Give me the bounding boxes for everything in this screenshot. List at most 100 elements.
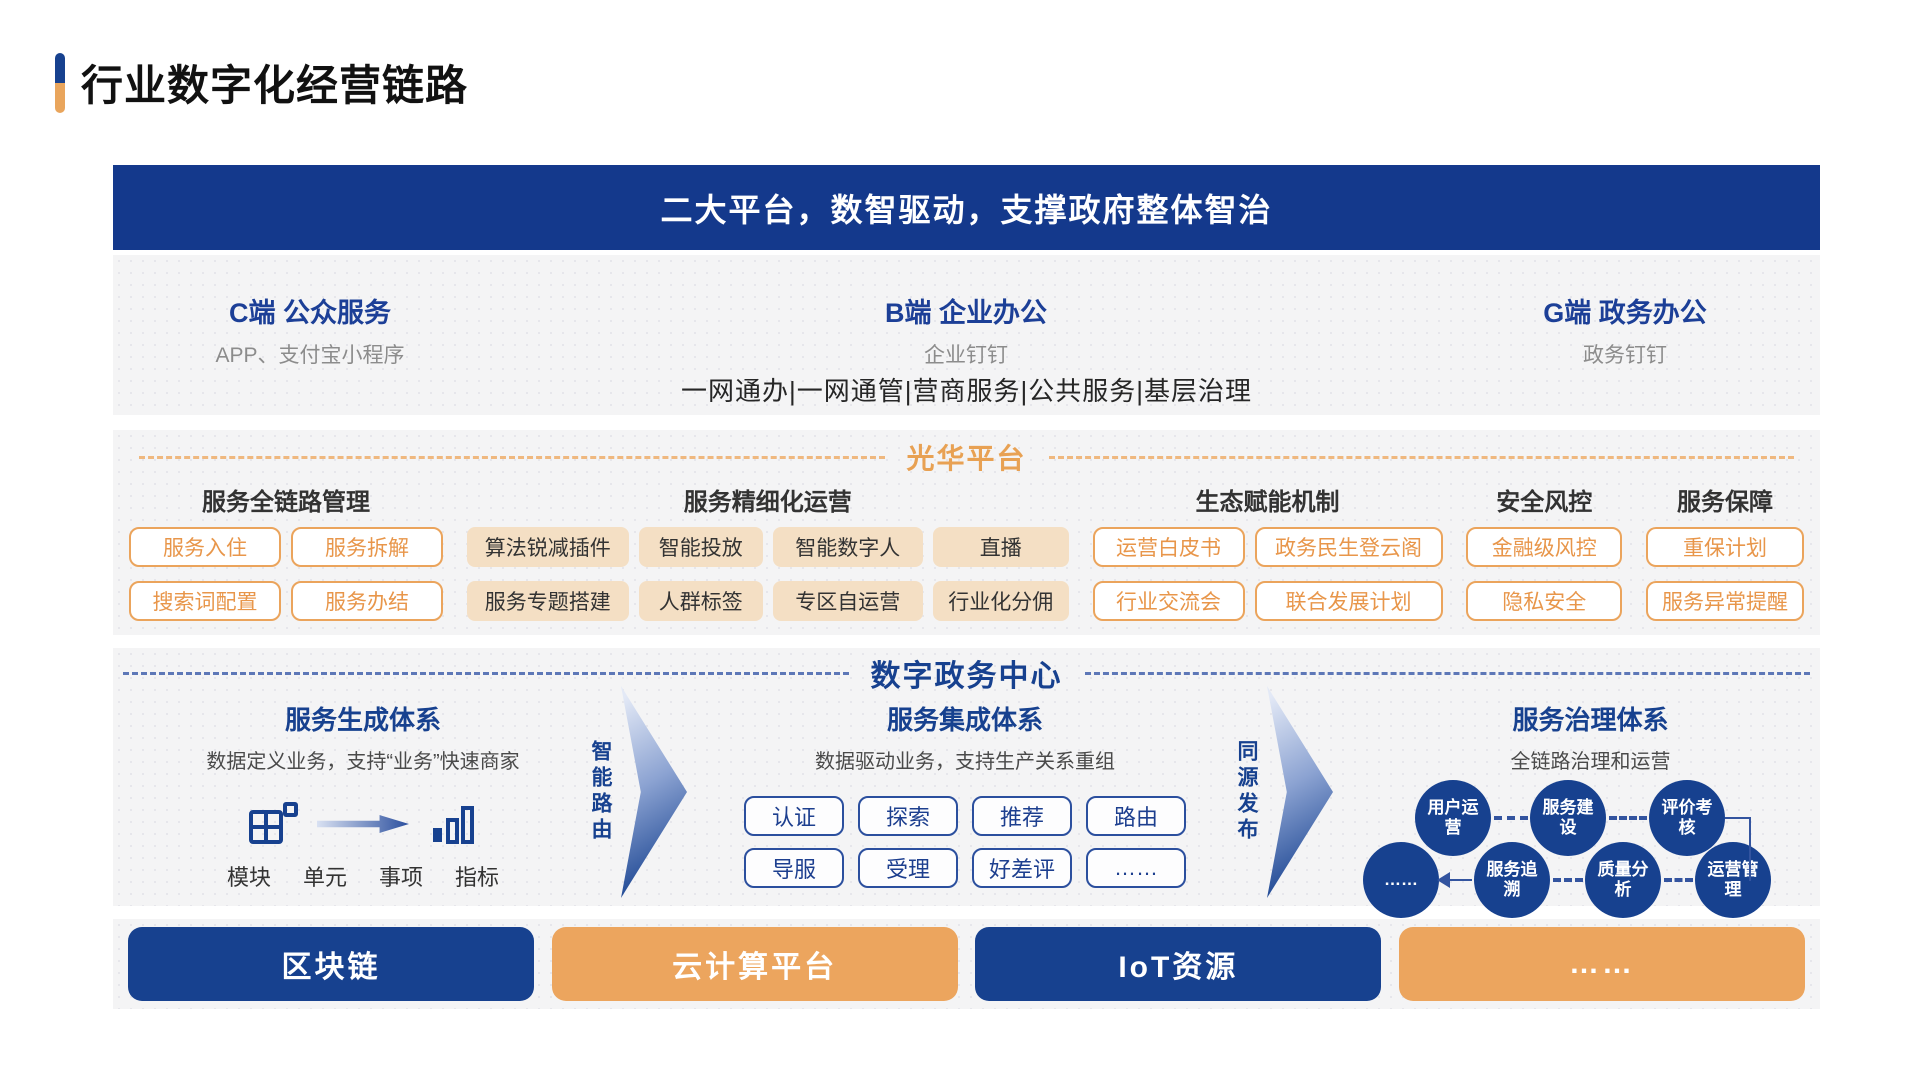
guanghua-title: 光华平台 bbox=[906, 443, 1027, 474]
dashed-connector bbox=[1494, 816, 1528, 820]
channel-c-subtitle: APP、支付宝小程序 bbox=[215, 344, 405, 367]
chip-button[interactable]: 智能投放 bbox=[638, 527, 763, 567]
flow-label: 单元 bbox=[302, 865, 347, 890]
group-ecosystem: 生态赋能机制 运营白皮书 政务民生登云阁 行业交流会 联合发展计划 bbox=[1092, 482, 1443, 621]
dashed-connector bbox=[1664, 878, 1693, 882]
chip-button[interactable]: 服务异常提醒 bbox=[1646, 581, 1804, 621]
chip-button[interactable]: 重保计划 bbox=[1646, 527, 1804, 567]
chip-button[interactable]: 搜索词配置 bbox=[129, 581, 281, 621]
bar-chart-icon bbox=[433, 806, 474, 844]
governance-node-service-build: 服务建设 bbox=[1530, 780, 1606, 856]
dashed-line-right bbox=[1084, 671, 1810, 675]
dashed-line-left bbox=[139, 455, 885, 459]
integration-button[interactable]: 探索 bbox=[858, 796, 958, 836]
chip-grid: 重保计划 服务异常提醒 bbox=[1646, 527, 1804, 621]
generation-icon-row bbox=[143, 798, 583, 850]
chip-button[interactable]: 行业化分佣 bbox=[932, 581, 1069, 621]
digital-center-title: 数字政务中心 bbox=[870, 660, 1063, 693]
channel-g-subtitle: 政务钉钉 bbox=[1582, 344, 1667, 367]
group-header: 生态赋能机制 bbox=[1195, 489, 1340, 516]
chip-button[interactable]: 智能数字人 bbox=[772, 527, 923, 567]
group-header: 安全风控 bbox=[1496, 489, 1593, 516]
group-refined-operation: 服务精细化运营 算法锐减插件 智能投放 智能数字人 直播 服务专题搭建 人群标签… bbox=[466, 482, 1069, 621]
governance-subsystem: 服务治理体系 全链路治理和运营 用户运营 服务建设 评价考核 运营管理 质量分析… bbox=[1363, 700, 1818, 930]
chip-button[interactable]: 金融级风控 bbox=[1466, 527, 1623, 567]
chip-button[interactable]: 专区自运营 bbox=[772, 581, 923, 621]
governance-title: 服务治理体系 bbox=[1512, 705, 1669, 735]
integration-button[interactable]: 认证 bbox=[744, 796, 844, 836]
infra-more-button[interactable]: …… bbox=[1398, 927, 1805, 1001]
gradient-arrow-icon bbox=[1267, 686, 1333, 898]
integration-button[interactable]: 推荐 bbox=[972, 796, 1072, 836]
chip-grid: 运营白皮书 政务民生登云阁 行业交流会 联合发展计划 bbox=[1092, 527, 1443, 621]
banner-text: 二大平台，数智驱动，支撑政府整体智治 bbox=[660, 191, 1273, 228]
dashed-line-right bbox=[1048, 455, 1795, 459]
infra-iot-button[interactable]: IoT资源 bbox=[975, 927, 1382, 1001]
dashed-line-left bbox=[123, 671, 849, 675]
page-title-row: 行业数字化经营链路 bbox=[55, 52, 468, 113]
smart-routing-arrow: 智能路由 bbox=[585, 686, 687, 898]
integration-subtitle: 数据驱动业务，支持生产关系重组 bbox=[815, 751, 1115, 773]
integration-button[interactable]: 受理 bbox=[858, 848, 958, 888]
arrow-connector-head bbox=[1437, 872, 1450, 888]
chip-button[interactable]: 人群标签 bbox=[638, 581, 763, 621]
chip-grid: 金融级风控 隐私安全 bbox=[1466, 527, 1623, 621]
chip-button[interactable]: 直播 bbox=[932, 527, 1069, 567]
page-title: 行业数字化经营链路 bbox=[81, 62, 469, 109]
infra-cloud-button[interactable]: 云计算平台 bbox=[551, 927, 958, 1001]
dashed-connector bbox=[1609, 816, 1647, 820]
digital-center-title-row: 数字政务中心 bbox=[113, 656, 1820, 693]
chip-button[interactable]: 联合发展计划 bbox=[1254, 581, 1443, 621]
governance-node-operation-mgmt: 运营管理 bbox=[1695, 842, 1771, 918]
infra-blockchain-button[interactable]: 区块链 bbox=[128, 927, 534, 1001]
services-line: 一网通办|一网通管|营商服务|公共服务|基层治理 bbox=[680, 376, 1253, 406]
integration-button-grid: 认证 探索 推荐 路由 导服 受理 好差评 …… bbox=[744, 796, 1186, 888]
same-source-publish-label: 同源发布 bbox=[1235, 740, 1258, 844]
right-arrow-icon bbox=[317, 815, 409, 833]
digital-center-section: 数字政务中心 服务生成体系 数据定义业务，支持“业务”快速商家 bbox=[113, 648, 1820, 918]
group-service-guarantee: 服务保障 重保计划 服务异常提醒 bbox=[1646, 482, 1804, 621]
integration-button[interactable]: 好差评 bbox=[972, 848, 1072, 888]
chip-button[interactable]: 服务专题搭建 bbox=[466, 581, 629, 621]
group-header: 服务全链路管理 bbox=[202, 489, 370, 516]
group-header: 服务保障 bbox=[1677, 489, 1773, 516]
channels-section: C端 公众服务 APP、支付宝小程序 B端 企业办公 企业钉钉 G端 政务办公 … bbox=[113, 255, 1820, 415]
generation-subsystem: 服务生成体系 数据定义业务，支持“业务”快速商家 bbox=[143, 700, 583, 892]
generation-flow-labels: 模块 单元 事项 指标 bbox=[143, 860, 583, 892]
same-source-publish-arrow: 同源发布 bbox=[1231, 686, 1333, 898]
flow-label: 模块 bbox=[226, 865, 271, 890]
chip-button[interactable]: 服务办结 bbox=[291, 581, 443, 621]
guanghua-groups: 服务全链路管理 服务入住 服务拆解 搜索词配置 服务办结 服务精细化运营 算法锐… bbox=[129, 482, 1804, 621]
group-header: 服务精细化运营 bbox=[683, 489, 852, 516]
chip-button[interactable]: 行业交流会 bbox=[1092, 581, 1245, 621]
governance-node-more: …… bbox=[1363, 842, 1439, 918]
channel-b-subtitle: 企业钉钉 bbox=[924, 344, 1008, 367]
group-risk-control: 安全风控 金融级风控 隐私安全 bbox=[1466, 482, 1623, 621]
chip-button[interactable]: 服务入住 bbox=[129, 527, 281, 567]
chip-button[interactable]: 隐私安全 bbox=[1466, 581, 1623, 621]
channel-c-title: C端 公众服务 bbox=[229, 298, 391, 328]
channel-g-title: G端 政务办公 bbox=[1543, 298, 1707, 328]
channel-b: B端 企业办公 企业钉钉 bbox=[885, 291, 1047, 369]
chip-button[interactable]: 算法锐减插件 bbox=[466, 527, 629, 567]
top-banner: 二大平台，数智驱动，支撑政府整体智治 bbox=[113, 165, 1820, 250]
chip-button[interactable]: 政务民生登云阁 bbox=[1254, 527, 1443, 567]
group-service-chain: 服务全链路管理 服务入住 服务拆解 搜索词配置 服务办结 bbox=[129, 482, 443, 621]
generation-subtitle: 数据定义业务，支持“业务”快速商家 bbox=[206, 751, 520, 773]
governance-node-service-trace: 服务追溯 bbox=[1474, 842, 1550, 918]
channel-g: G端 政务办公 政务钉钉 bbox=[1543, 291, 1707, 369]
dashed-connector bbox=[1553, 878, 1583, 882]
integration-button[interactable]: 导服 bbox=[744, 848, 844, 888]
infrastructure-section: 区块链 云计算平台 IoT资源 …… bbox=[113, 919, 1820, 1009]
chip-button[interactable]: 运营白皮书 bbox=[1092, 527, 1245, 567]
guanghua-section: 光华平台 服务全链路管理 服务入住 服务拆解 搜索词配置 服务办结 服务精细化运… bbox=[113, 430, 1820, 635]
integration-button[interactable]: 路由 bbox=[1086, 796, 1186, 836]
arrow-connector-line bbox=[1449, 879, 1472, 881]
integration-button[interactable]: …… bbox=[1086, 848, 1186, 888]
channel-b-title: B端 企业办公 bbox=[885, 298, 1047, 328]
flow-label: 事项 bbox=[379, 865, 424, 890]
channel-c: C端 公众服务 APP、支付宝小程序 bbox=[215, 291, 404, 369]
chip-button[interactable]: 服务拆解 bbox=[291, 527, 443, 567]
governance-node-user-operation: 用户运营 bbox=[1415, 780, 1491, 856]
